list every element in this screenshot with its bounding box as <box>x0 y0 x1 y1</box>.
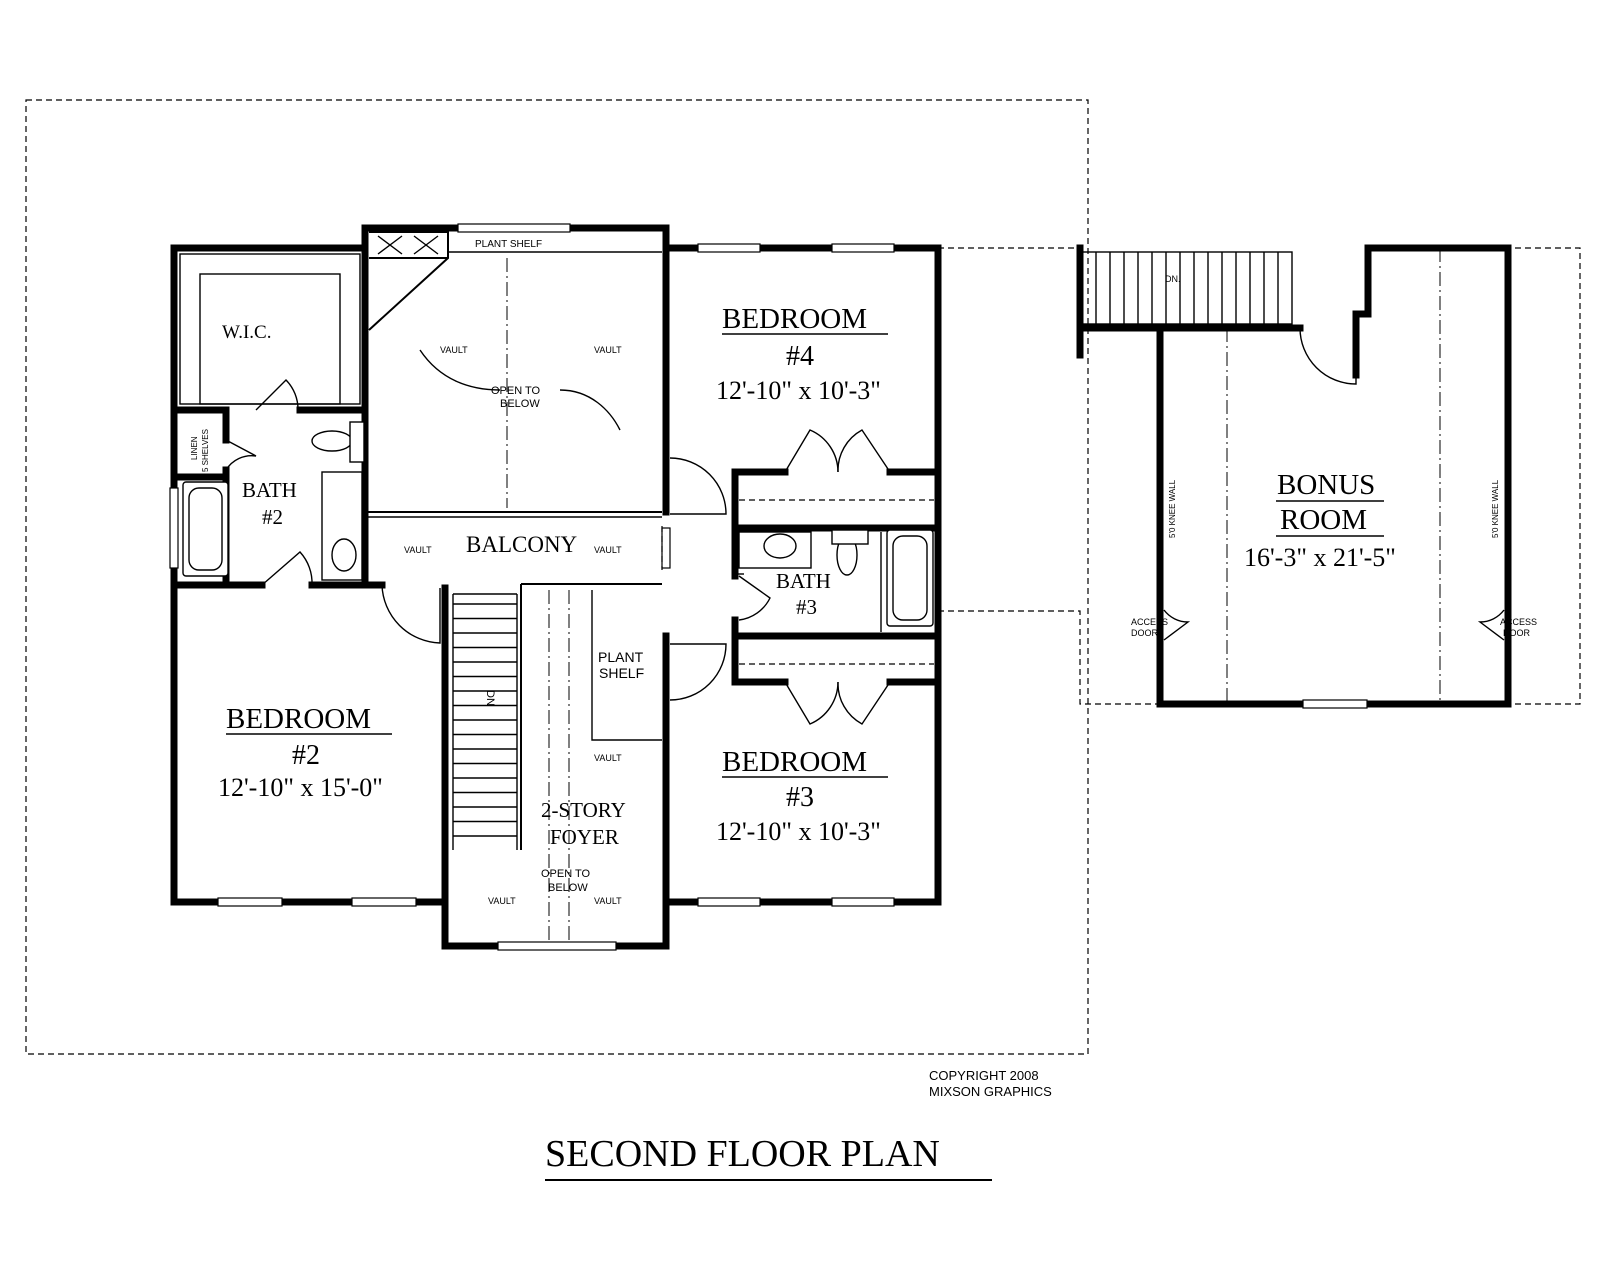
roof-outline <box>25 99 1581 1055</box>
windows <box>169 223 1368 951</box>
copyright-line-1: COPYRIGHT 2008 <box>929 1068 1039 1083</box>
knee-wall-left: 5'0 KNEE WALL <box>1168 479 1177 538</box>
foyer-label-b: FOYER <box>550 825 619 849</box>
bedroom4-name: BEDROOM <box>722 303 867 335</box>
vault-label-2: VAULT <box>594 345 622 355</box>
bath3-name: BATH <box>776 569 831 593</box>
note-labels: PLANT SHELF PLANT SHELF OPEN TO BELOW OP… <box>404 239 1537 906</box>
wic-label: W.I.C. <box>222 322 271 343</box>
plant-shelf-label-b: SHELF <box>599 665 644 681</box>
access-door-left-b: DOOR <box>1131 628 1159 638</box>
bonus-label-b: ROOM <box>1280 504 1367 536</box>
linen-shelves-label: 5 SHELVES <box>201 429 210 472</box>
open-below-b: BELOW <box>500 398 540 410</box>
plant-shelf-label-a: PLANT <box>598 649 644 665</box>
bedroom2-name: BEDROOM <box>226 703 371 735</box>
access-door-right-a: ACCESS <box>1500 617 1537 627</box>
interior-details <box>179 231 1505 940</box>
bath2-number: #2 <box>262 505 283 529</box>
knee-wall-right: 5'0 KNEE WALL <box>1491 479 1500 538</box>
foyer-label-a: 2-STORY <box>541 798 626 822</box>
bedroom3-size: 12'-10" x 10'-3" <box>716 817 881 846</box>
drawing-title: SECOND FLOOR PLAN <box>545 1133 940 1175</box>
bedroom3-name: BEDROOM <box>722 746 867 778</box>
access-door-left-a: ACCESS <box>1131 617 1168 627</box>
vault-label-1: VAULT <box>440 345 468 355</box>
bath2-name: BATH <box>242 478 297 502</box>
bonus-walls <box>1076 244 1512 708</box>
vault-label-6: VAULT <box>488 896 516 906</box>
vault-label-5: VAULT <box>594 753 622 763</box>
bonus-stairs <box>1081 251 1293 325</box>
access-door-right-b: DOOR <box>1503 628 1531 638</box>
stair-dn-label: DN <box>484 690 496 706</box>
bonus-dn-label: DN. <box>1165 274 1181 284</box>
footer: COPYRIGHT 2008 MIXSON GRAPHICS SECOND FL… <box>545 1068 1052 1181</box>
bonus-label-a: BONUS <box>1277 469 1375 501</box>
bedroom4-number: #4 <box>786 341 814 372</box>
open-below2-b: BELOW <box>548 882 588 894</box>
balcony-label: BALCONY <box>466 532 578 557</box>
vault-label-3: VAULT <box>404 545 432 555</box>
bedroom2-size: 12'-10" x 15'-0" <box>218 773 383 802</box>
bedroom2-number: #2 <box>292 740 320 771</box>
copyright-line-2: MIXSON GRAPHICS <box>929 1084 1052 1099</box>
bath3-number: #3 <box>796 595 817 619</box>
linen-label: LINEN <box>190 436 199 460</box>
vault-label-7: VAULT <box>594 896 622 906</box>
bedroom4-size: 12'-10" x 10'-3" <box>716 376 881 405</box>
room-labels: W.I.C. LINEN 5 SHELVES BATH #2 BEDROOM #… <box>190 303 1396 849</box>
open-below-a: OPEN TO <box>491 385 541 397</box>
vault-label-4: VAULT <box>594 545 622 555</box>
bonus-size: 16'-3" x 21'-5" <box>1244 543 1396 572</box>
open-below2-a: OPEN TO <box>541 868 591 880</box>
plant-shelf-top-label: PLANT SHELF <box>475 239 542 250</box>
bedroom3-number: #3 <box>786 782 814 813</box>
